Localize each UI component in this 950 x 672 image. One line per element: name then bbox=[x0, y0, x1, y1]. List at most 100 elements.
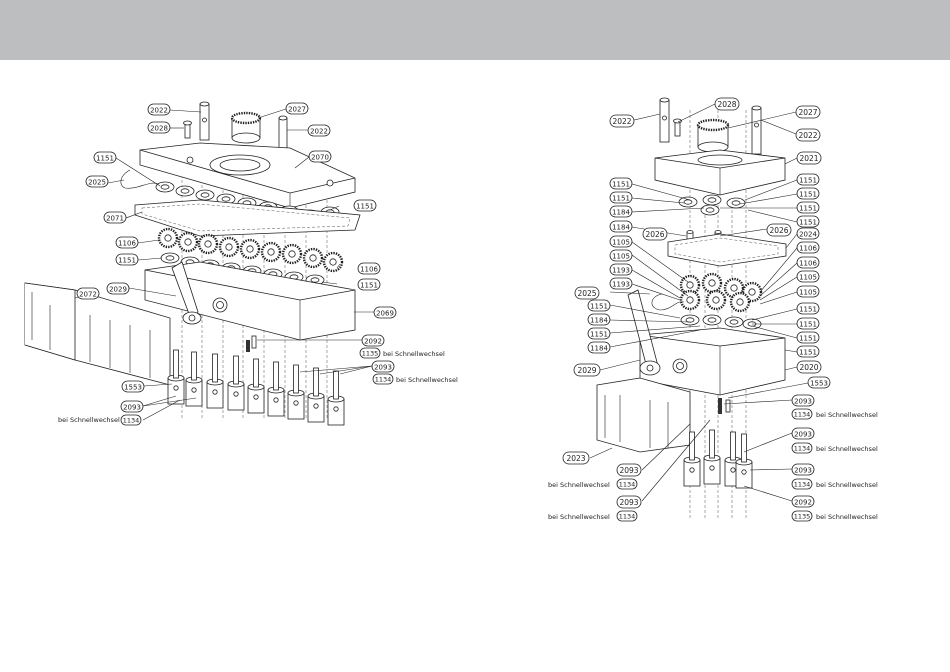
callout-2027-r: 2027 bbox=[795, 105, 821, 119]
svg-text:1151: 1151 bbox=[118, 257, 136, 265]
svg-text:2022: 2022 bbox=[798, 131, 817, 140]
guard-plate-2072 bbox=[24, 282, 171, 386]
callout-1134-r5: 1134 bbox=[616, 510, 638, 522]
svg-text:1151: 1151 bbox=[799, 177, 817, 185]
callout-1134-b: 1134 bbox=[120, 414, 142, 426]
callout-2093-r3: 2093 bbox=[791, 463, 815, 476]
svg-text:1134: 1134 bbox=[794, 445, 811, 453]
callout-1184-r3: 1184 bbox=[587, 313, 611, 326]
note-1134-r1: bei Schnellwechsel bbox=[816, 411, 878, 419]
svg-text:2024: 2024 bbox=[799, 231, 817, 239]
cap-2027-left bbox=[230, 111, 262, 144]
callout-1105-r2: 1105 bbox=[609, 249, 633, 262]
callout-2025-a: 2025 bbox=[85, 175, 109, 188]
svg-text:2028: 2028 bbox=[717, 100, 736, 109]
svg-text:2070: 2070 bbox=[311, 154, 329, 162]
callout-2021: 2021 bbox=[796, 151, 822, 165]
svg-text:1151: 1151 bbox=[612, 195, 630, 203]
note-1134-r5: bei Schnellwechsel bbox=[548, 513, 610, 521]
svg-text:1184: 1184 bbox=[612, 209, 630, 217]
svg-text:1106: 1106 bbox=[118, 240, 136, 248]
callout-2020: 2020 bbox=[796, 360, 822, 374]
svg-text:2027: 2027 bbox=[288, 106, 306, 114]
svg-text:1106: 1106 bbox=[799, 260, 817, 268]
gasket-2071 bbox=[134, 199, 361, 237]
svg-text:1106: 1106 bbox=[360, 266, 378, 274]
callout-1553-a: 1553 bbox=[121, 380, 145, 393]
callout-1553-r: 1553 bbox=[807, 376, 831, 389]
callout-2028-a: 2028 bbox=[147, 121, 171, 134]
bearing-rings-lower-right bbox=[680, 314, 762, 330]
sleeves-2093-left bbox=[167, 349, 345, 426]
svg-text:1105: 1105 bbox=[612, 253, 630, 261]
callout-2029-r: 2029 bbox=[573, 363, 601, 377]
stud-2022-top bbox=[199, 101, 210, 141]
svg-text:2093: 2093 bbox=[619, 466, 638, 475]
callout-1134-r3: 1134 bbox=[791, 478, 813, 490]
gears-1106-right bbox=[679, 272, 763, 313]
svg-text:2025: 2025 bbox=[577, 289, 596, 298]
svg-text:1105: 1105 bbox=[612, 239, 630, 247]
callout-2022-r2: 2022 bbox=[795, 128, 821, 142]
callout-2026-a: 2026 bbox=[642, 227, 668, 241]
callout-1151-a: 1151 bbox=[93, 151, 117, 164]
note-1135-r: bei Schnellwechsel bbox=[816, 513, 878, 521]
svg-text:2093: 2093 bbox=[794, 467, 812, 475]
note-1135-a: bei Schnellwechsel bbox=[383, 350, 445, 358]
callout-2093-b: 2093 bbox=[120, 400, 144, 413]
callout-1151-r1: 1151 bbox=[609, 177, 633, 190]
stud-2022-r1 bbox=[659, 97, 670, 143]
svg-text:1105: 1105 bbox=[799, 289, 817, 297]
callout-1105-r3: 1105 bbox=[796, 270, 820, 283]
spring-2025-left bbox=[120, 169, 159, 189]
callout-2071: 2071 bbox=[103, 211, 127, 224]
callout-1151-r12: 1151 bbox=[587, 327, 611, 340]
svg-text:2027: 2027 bbox=[798, 108, 817, 117]
stud-2022-r2 bbox=[751, 105, 762, 155]
svg-text:1135: 1135 bbox=[794, 513, 811, 521]
svg-text:2069: 2069 bbox=[376, 310, 394, 318]
key-small-right bbox=[718, 398, 731, 414]
svg-text:2093: 2093 bbox=[794, 431, 812, 439]
callout-2027-a: 2027 bbox=[285, 102, 309, 115]
svg-text:1134: 1134 bbox=[794, 481, 811, 489]
cover-plate-2070 bbox=[139, 142, 356, 209]
callout-1134-r4: 1134 bbox=[616, 478, 638, 490]
screw-2028-left bbox=[183, 120, 192, 139]
callout-1151-r9: 1151 bbox=[796, 331, 820, 344]
callout-1184-r4: 1184 bbox=[587, 341, 611, 354]
svg-text:1151: 1151 bbox=[356, 203, 374, 211]
svg-text:2026: 2026 bbox=[769, 226, 788, 235]
svg-text:1151: 1151 bbox=[799, 205, 817, 213]
svg-text:2093: 2093 bbox=[619, 498, 638, 507]
callout-2022-a: 2022 bbox=[147, 103, 171, 116]
callout-2028-r: 2028 bbox=[714, 97, 740, 111]
callout-1151-r5: 1151 bbox=[796, 201, 820, 214]
spring-2025-right bbox=[651, 293, 685, 311]
callout-1135-r: 1135 bbox=[791, 510, 813, 522]
callout-1151-c: 1151 bbox=[115, 253, 139, 266]
svg-text:1151: 1151 bbox=[96, 155, 114, 163]
callout-2069: 2069 bbox=[373, 306, 397, 319]
svg-text:1135: 1135 bbox=[362, 350, 379, 358]
svg-text:1151: 1151 bbox=[799, 321, 817, 329]
svg-text:1105: 1105 bbox=[799, 274, 817, 282]
callout-2093-r4: 2093 bbox=[616, 463, 642, 477]
callout-1193-r1: 1193 bbox=[609, 263, 633, 276]
svg-text:1151: 1151 bbox=[590, 331, 608, 339]
diagram-right: 2022 2028 2027 2022 2021 1151 1151 1184 … bbox=[548, 97, 878, 522]
callout-2025-r: 2025 bbox=[574, 286, 600, 300]
key-2092-left bbox=[246, 335, 257, 352]
svg-text:1134: 1134 bbox=[619, 481, 636, 489]
note-1134-b: bei Schnellwechsel bbox=[58, 416, 120, 424]
callout-1151-r11: 1151 bbox=[587, 299, 611, 312]
crank-2029-right bbox=[627, 289, 661, 376]
svg-text:2093: 2093 bbox=[123, 404, 141, 412]
note-1134-r4: bei Schnellwechsel bbox=[548, 481, 610, 489]
svg-text:1134: 1134 bbox=[123, 417, 140, 425]
leaders-left bbox=[74, 108, 374, 421]
callout-2070: 2070 bbox=[308, 150, 332, 163]
callout-1184-r2: 1184 bbox=[609, 220, 633, 233]
callout-2092-a: 2092 bbox=[361, 334, 385, 347]
note-1134-r2: bei Schnellwechsel bbox=[816, 445, 878, 453]
